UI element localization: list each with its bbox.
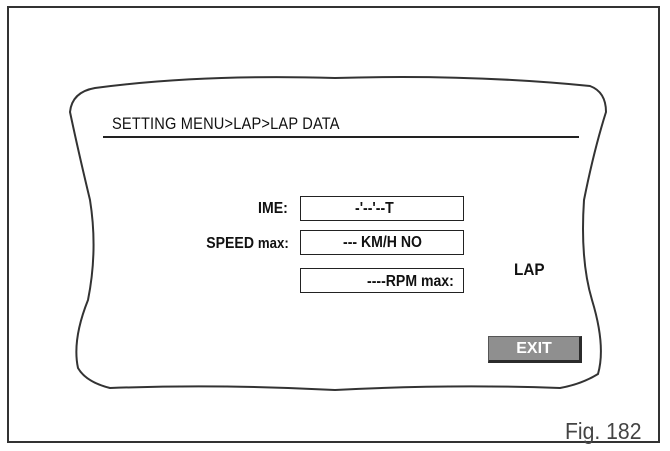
speed-max-label: SPEED max:	[206, 235, 289, 252]
screen-border-shape	[68, 76, 608, 392]
time-label: IME:	[258, 200, 288, 217]
rpm-field	[300, 268, 464, 293]
figure-caption: Fig. 182	[565, 418, 642, 444]
figure-frame	[7, 6, 660, 443]
speed-value: --- KM/H NO	[343, 234, 422, 251]
menu-breadcrumb-title: SETTING MENU>LAP>LAP DATA	[112, 114, 340, 133]
exit-button[interactable]: EXIT	[488, 336, 582, 363]
time-field	[300, 196, 464, 221]
exit-button-label: EXIT	[516, 339, 552, 357]
time-value: -'--'--T	[355, 200, 394, 217]
title-divider	[103, 136, 579, 138]
rpm-value: ----RPM max:	[367, 273, 454, 290]
lap-label: LAP	[514, 260, 545, 279]
speed-field	[300, 230, 464, 255]
